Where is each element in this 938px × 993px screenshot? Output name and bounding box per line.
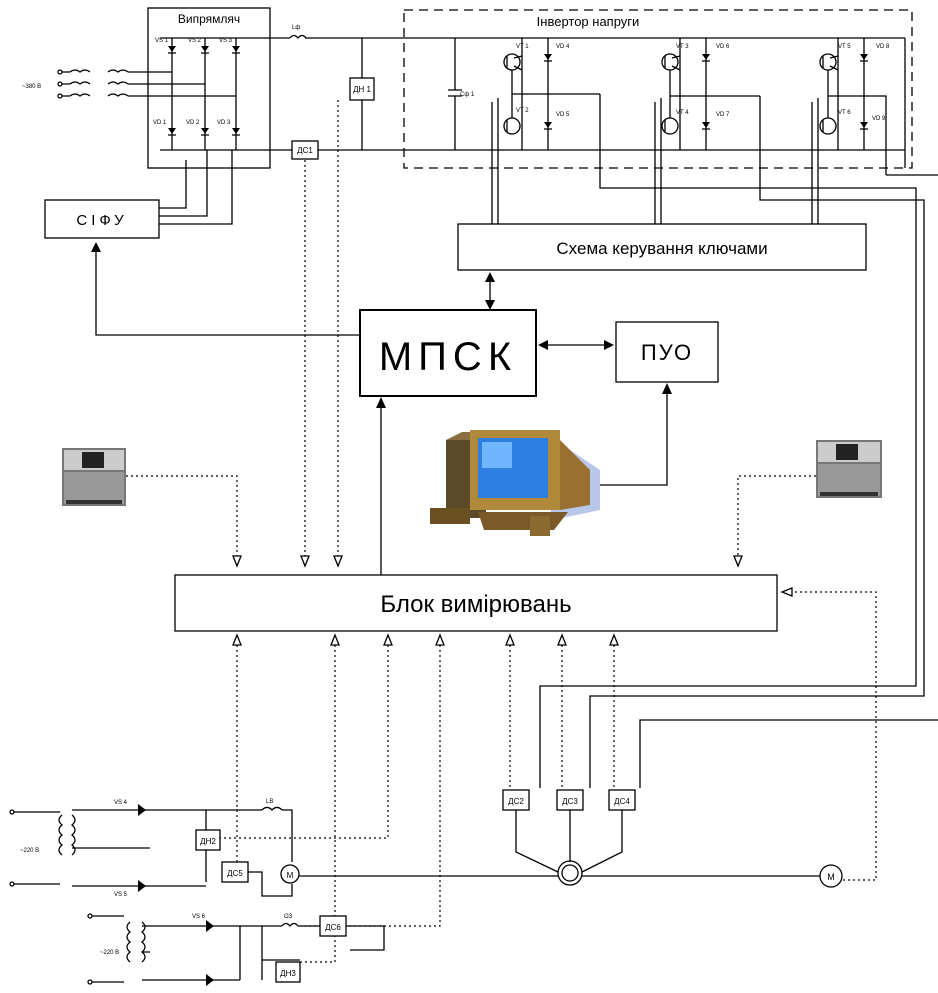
vd5-label: VD 5 [556, 112, 570, 118]
inverter-leg-2 [661, 38, 760, 150]
phase-c-out [886, 38, 938, 176]
sensor-ds2-label: ДС2 [508, 797, 524, 806]
mpsk-key-arrows [485, 272, 495, 310]
sensor-ds1 [291, 140, 319, 160]
rectifier-label: Випрямляч [178, 12, 240, 26]
vt1-label: VT 1 [516, 44, 529, 50]
rectifier-block [147, 7, 271, 169]
meas-to-mpsk-arrow [376, 397, 386, 408]
main-supply-label: ~380 В [22, 84, 41, 90]
sensor-ds4-label: ДС4 [614, 797, 630, 806]
vt3-label: VT 3 [676, 44, 689, 50]
vd7-label: VD 7 [716, 112, 730, 118]
vd3-label: VD 3 [217, 120, 231, 126]
sensor-dn1 [349, 77, 375, 101]
sensor-ds6 [319, 915, 347, 937]
phase-b-line [589, 96, 925, 788]
vd1-label: VD 1 [153, 120, 167, 126]
measurement-label: Блок вимірювань [380, 591, 571, 618]
puo-label: ПУО [641, 340, 693, 365]
sensor-ds3-label: ДС3 [562, 797, 578, 806]
induction-motor [557, 860, 583, 886]
key-control-block [457, 223, 867, 271]
vs1-label: VS 1 [155, 38, 169, 44]
main-transformer [57, 69, 236, 99]
vt2-label: VT 2 [516, 108, 529, 114]
mpsk-block [359, 309, 537, 397]
sifu-arrow [91, 242, 101, 252]
tacho-motor [819, 864, 843, 888]
cf-label: Сф 1 [460, 92, 475, 98]
lb-label: LВ [266, 799, 273, 805]
sensor-dn2 [195, 829, 221, 851]
aux-transformer-1 [9, 804, 207, 892]
sensor-dn3 [275, 961, 301, 983]
sifu-gate-wires [159, 150, 233, 225]
aux-supply-2-label: ~220 В [100, 950, 119, 956]
sensor-dn3-label: ДН3 [280, 969, 296, 978]
vd6-label: VD 6 [716, 44, 730, 50]
vs5-label: VS 5 [114, 892, 128, 898]
dc-motor-label: М [287, 871, 294, 880]
ob-label: ОЗ [284, 914, 293, 920]
field-circuit-2 [240, 925, 385, 980]
vd2-label: VD 2 [186, 120, 200, 126]
dc-bus [245, 37, 905, 151]
inverter-leg-1 [503, 38, 600, 150]
sensor-dn2-label: ДН2 [200, 837, 216, 846]
puo-pc-wire [590, 394, 668, 486]
oscilloscope-right-icon [816, 440, 882, 498]
computer-icon [430, 430, 600, 536]
ob-inductor [281, 922, 299, 928]
lb-inductor [261, 806, 283, 811]
sifu-block [44, 199, 160, 239]
tacho-motor-label: М [827, 872, 835, 882]
inverter-leg-3 [819, 38, 887, 175]
aux-transformer-2 [87, 913, 241, 986]
vs4-label: VS 4 [114, 800, 128, 806]
sensor-ds1-label: ДС1 [297, 146, 313, 155]
sensor-ds5-label: ДС5 [227, 869, 243, 878]
vd4-label: VD 4 [556, 44, 570, 50]
lf-label: Lф [292, 25, 300, 31]
vd9-label: VD 9 [872, 116, 886, 122]
filter-capacitor [448, 38, 462, 150]
phase-a-line [539, 94, 917, 788]
vs6-label: VS 6 [192, 914, 206, 920]
mpsk-to-sifu-wire [95, 250, 360, 336]
vs2-label: VS 2 [188, 38, 202, 44]
sensor-ds6-label: ДС6 [325, 923, 341, 932]
filter-inductor [289, 34, 307, 40]
dc-motor [280, 864, 300, 884]
aux-supply-1-label: ~220 В [20, 848, 39, 854]
gate-drive-wires [491, 98, 819, 224]
vt4-label: VT 4 [676, 110, 689, 116]
motor-phase-wires [515, 810, 623, 873]
sifu-label: СІФУ [76, 212, 127, 229]
rectifier-bridge [160, 37, 245, 151]
puo-pc-arrows [580, 383, 672, 490]
vs3-label: VS 3 [219, 38, 233, 44]
puo-block [615, 321, 719, 383]
measurement-block [174, 574, 778, 632]
mpsk-label: МПСК [379, 335, 517, 379]
sensor-dn1-label: ДН 1 [353, 85, 371, 94]
vt5-label: VT 5 [838, 44, 851, 50]
armature-wire [248, 871, 293, 897]
measurement-input-arrows [232, 555, 793, 646]
key-control-label: Схема керування ключами [556, 239, 767, 258]
inverter-dashed-frame [403, 9, 913, 169]
vd8-label: VD 8 [876, 44, 890, 50]
inverter-label: Інвертор напруги [537, 14, 640, 29]
oscilloscope-left-icon [62, 448, 126, 506]
phase-c-line [639, 719, 938, 788]
vt6-label: VT 6 [838, 110, 851, 116]
